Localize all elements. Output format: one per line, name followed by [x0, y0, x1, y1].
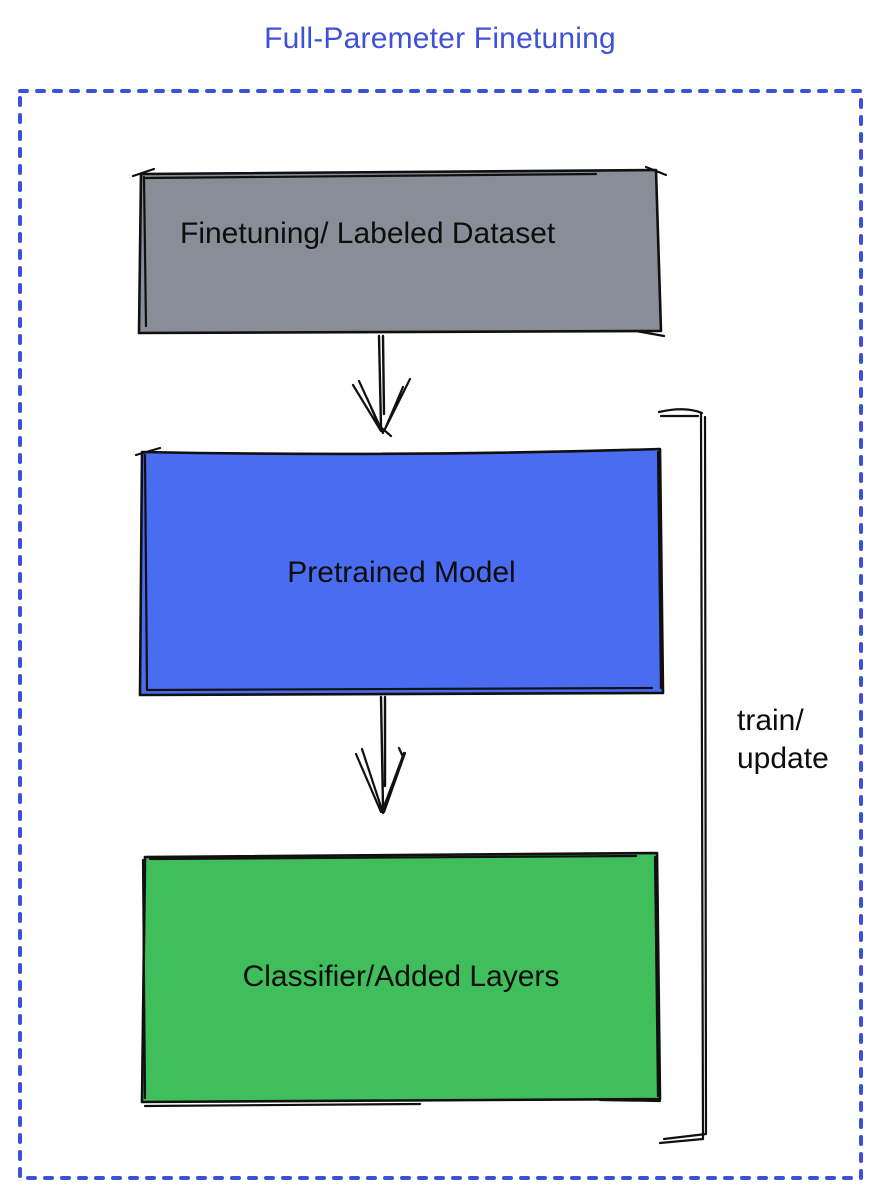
pretrained-box-sketch [134, 446, 663, 692]
pretrained-box-label: Pretrained Model [287, 556, 516, 589]
arrow-2-head [354, 746, 407, 815]
ink-strokes [131, 165, 708, 1145]
classifier-box-sketch [141, 854, 662, 1108]
pretrained-box [138, 447, 665, 697]
dataset-box-sketch [131, 165, 668, 338]
arrow-1 [377, 334, 386, 429]
arrow-2 [379, 695, 387, 809]
train-update-label-line1: train/ [737, 704, 804, 737]
train-update-label-line2: update [737, 742, 829, 775]
train-update-bracket [657, 408, 708, 1145]
dotted-frame [18, 89, 863, 1180]
train-update-label: train/ update [737, 702, 829, 778]
arrow-1-head [351, 377, 412, 438]
classifier-box [140, 851, 662, 1104]
classifier-box-label: Classifier/Added Layers [242, 960, 560, 993]
dataset-box [137, 168, 663, 335]
diagram-title: Full-Paremeter Finetuning [264, 22, 616, 55]
dataset-box-label: Finetuning/ Labeled Dataset [180, 217, 556, 250]
